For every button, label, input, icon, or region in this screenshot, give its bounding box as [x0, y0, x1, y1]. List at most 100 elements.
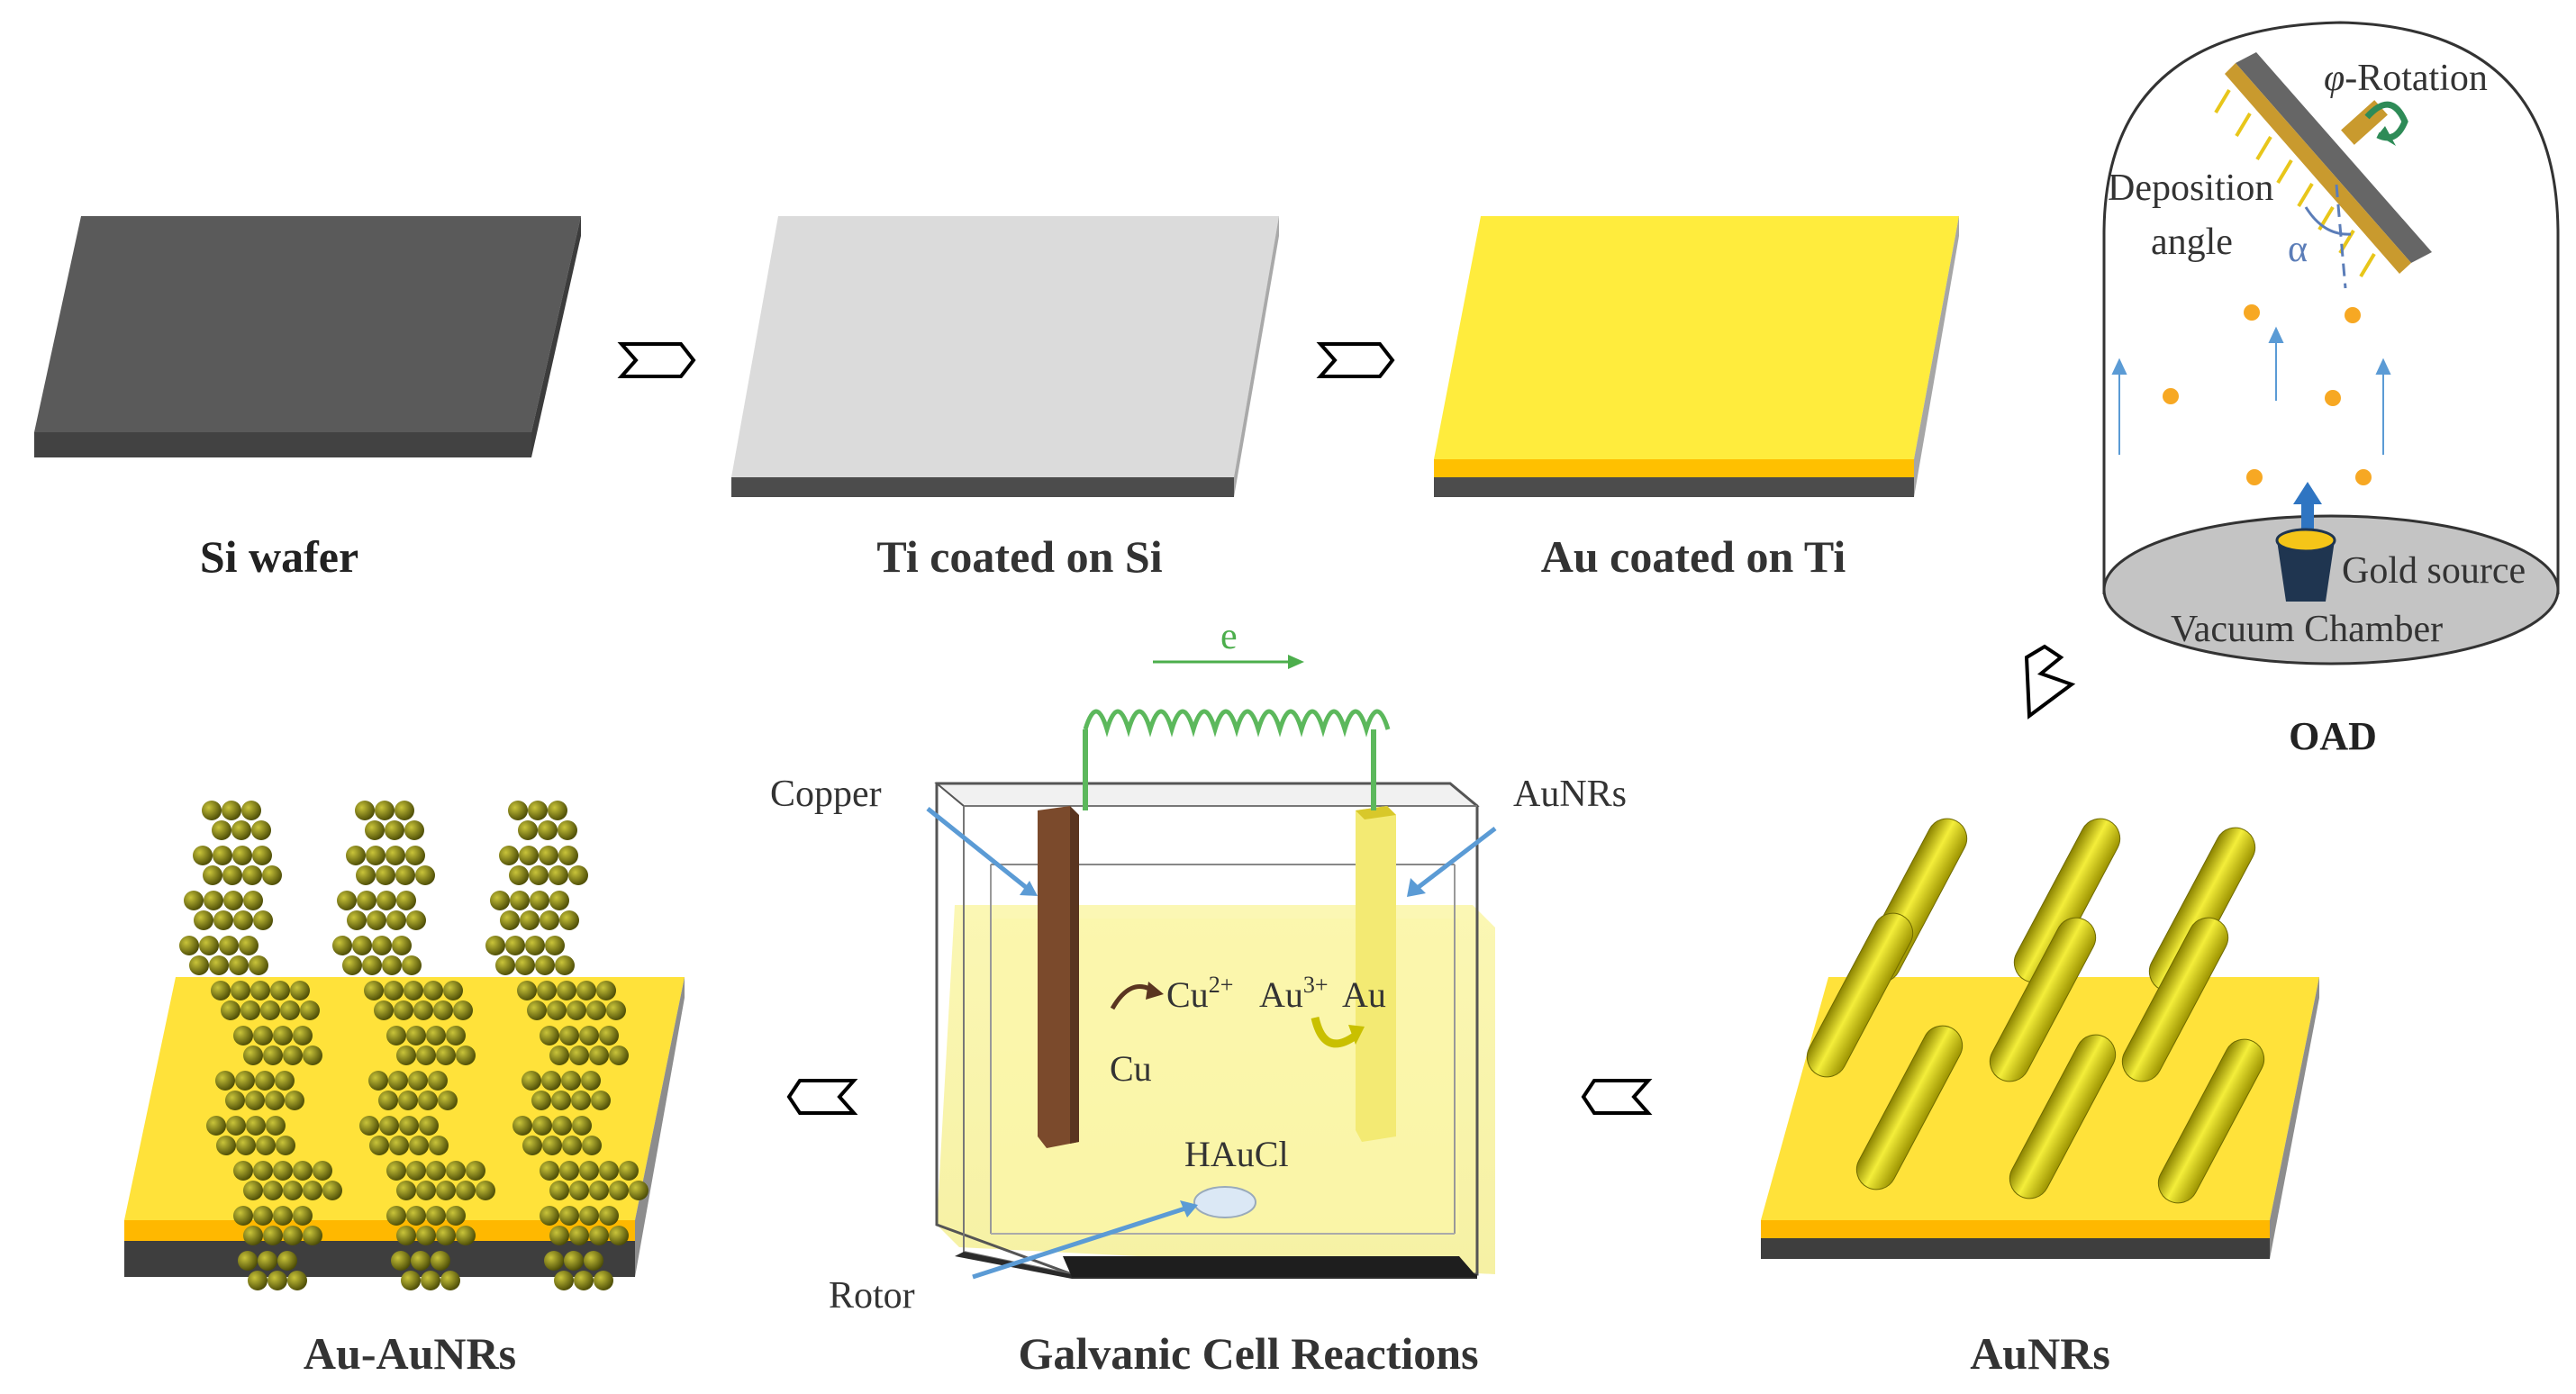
nanoparticle — [490, 891, 510, 910]
nanoparticle — [584, 1251, 603, 1271]
nanoparticle — [629, 1181, 649, 1200]
nanoparticle — [243, 1181, 263, 1200]
nanoparticle — [517, 981, 537, 1000]
nanoparticle — [596, 981, 616, 1000]
nanoparticle — [233, 1161, 253, 1181]
nanoparticle — [194, 910, 213, 930]
nanoparticle — [510, 891, 530, 910]
label-oad: OAD — [2289, 714, 2377, 758]
nanoparticle — [179, 936, 199, 955]
nanoparticle — [599, 1161, 619, 1181]
nanoparticle — [322, 1181, 342, 1200]
nanoparticle — [253, 1206, 273, 1226]
label-au-aunrs: Au-AuNRs — [304, 1328, 516, 1379]
nanoparticle — [233, 910, 253, 930]
nanoparticle — [418, 1091, 438, 1110]
nanoparticle — [376, 891, 396, 910]
nanoparticle — [576, 981, 596, 1000]
nanoparticle — [433, 1000, 453, 1020]
nanoparticle — [569, 1226, 589, 1245]
nanoparticle — [222, 865, 242, 885]
oad-chamber — [2102, 21, 2560, 665]
nanoparticle — [221, 1000, 240, 1020]
au-coated-slab — [1434, 216, 1959, 497]
nanoparticle — [268, 1271, 287, 1290]
nanoparticle — [540, 1026, 559, 1046]
nanoparticle — [396, 1226, 416, 1245]
nanoparticle — [539, 846, 558, 865]
nanoparticle — [544, 1251, 564, 1271]
nanoparticle — [599, 1206, 619, 1226]
nanoparticle — [547, 1000, 567, 1020]
nanoparticle — [273, 1161, 293, 1181]
nanoparticle — [606, 1000, 626, 1020]
nanoparticle — [520, 910, 540, 930]
nanoparticle — [252, 846, 272, 865]
nanoparticle — [559, 1161, 579, 1181]
nanoparticle — [552, 1116, 572, 1136]
nanoparticle — [522, 1071, 541, 1091]
nanoparticle — [619, 1161, 639, 1181]
nanoparticle — [579, 1206, 599, 1226]
nanoparticle — [436, 1046, 456, 1065]
galvanic-cell — [926, 655, 1497, 1280]
nanoparticle — [512, 1116, 532, 1136]
nanoparticle — [509, 865, 529, 885]
step-arrow-3 — [2024, 644, 2076, 720]
nanoparticle — [232, 846, 252, 865]
nanoparticle — [436, 1226, 456, 1245]
nanoparticle — [599, 1026, 619, 1046]
label-au-ion: Au3+ — [1259, 972, 1329, 1015]
nanoparticle — [253, 910, 273, 930]
label-solution: HAuCl — [1184, 1134, 1289, 1174]
nanoparticle — [273, 1026, 293, 1046]
nanoparticle — [374, 1000, 394, 1020]
nanoparticle — [287, 1271, 307, 1290]
nanoparticle — [226, 1116, 246, 1136]
nanoparticle — [359, 1116, 379, 1136]
nanoparticle — [541, 1071, 561, 1091]
nanoparticle — [562, 1136, 582, 1155]
nanoparticle — [499, 846, 519, 865]
nanoparticle — [313, 1161, 332, 1181]
nanoparticle — [567, 1000, 586, 1020]
nanoparticle — [538, 820, 558, 840]
nanoparticle — [540, 1206, 559, 1226]
step-arrow-5 — [786, 1079, 858, 1115]
nanoparticle — [554, 1271, 574, 1290]
nanoparticle — [527, 1000, 547, 1020]
si-wafer-slab — [34, 216, 581, 457]
nanoparticle — [392, 936, 412, 955]
nanoparticle — [609, 1226, 629, 1245]
nanoparticle — [253, 1161, 273, 1181]
nanoparticle — [386, 1026, 406, 1046]
nanoparticle — [549, 865, 568, 885]
nanoparticle — [609, 1046, 629, 1065]
nanoparticle — [549, 1226, 569, 1245]
nanoparticle — [456, 1226, 476, 1245]
nanoparticle — [515, 955, 535, 975]
nanoparticle — [212, 820, 231, 840]
nanoparticle — [202, 801, 222, 820]
nanoparticle — [215, 1071, 235, 1091]
nanoparticle — [549, 1046, 569, 1065]
nanoparticle — [206, 1116, 226, 1136]
nanoparticle — [476, 1181, 495, 1200]
nanoparticle — [236, 1136, 256, 1155]
nanoparticle — [398, 1091, 418, 1110]
nanoparticle — [258, 1251, 277, 1271]
nanoparticle — [569, 1181, 589, 1200]
label-galvanic: Galvanic Cell Reactions — [1018, 1328, 1478, 1379]
nanoparticle — [209, 955, 229, 975]
nanoparticle — [222, 801, 241, 820]
nanoparticle — [225, 1091, 245, 1110]
nanoparticle — [355, 801, 375, 820]
nanoparticle — [352, 936, 372, 955]
nanoparticle — [266, 1116, 286, 1136]
label-cu-ion: Cu2+ — [1166, 972, 1233, 1015]
nanoparticle — [303, 1181, 322, 1200]
label-alpha: α — [2288, 229, 2308, 270]
nanoparticle — [213, 910, 233, 930]
nanoparticle — [293, 1161, 313, 1181]
